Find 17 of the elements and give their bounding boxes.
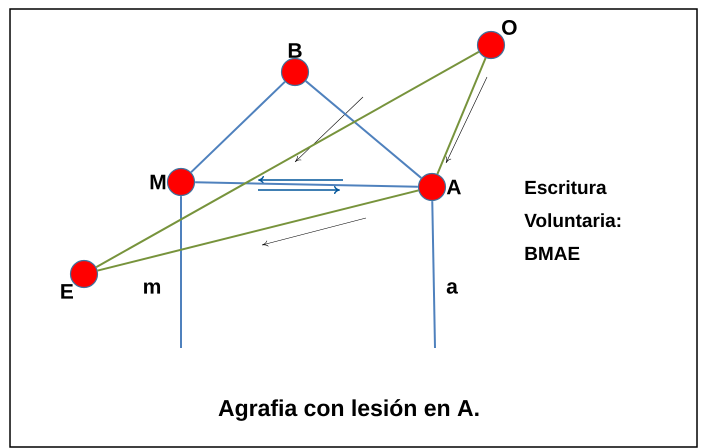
connector-line — [96, 51, 480, 268]
node-label: E — [61, 284, 74, 299]
connector-line — [436, 58, 487, 174]
connector-line — [180, 196, 182, 348]
edge-label: a — [445, 281, 459, 295]
edge-label: m — [142, 281, 162, 295]
node-label: B — [288, 43, 302, 58]
connector-line — [305, 80, 422, 179]
node-label: O — [502, 20, 517, 35]
connector-line — [195, 181, 418, 188]
node-label: M — [150, 174, 166, 190]
note-text: Escritura Voluntaria: BMAE — [524, 180, 620, 260]
connector-line — [190, 81, 286, 173]
connector-line — [431, 201, 436, 348]
caption: Agrafia con lesión en A. — [218, 399, 478, 421]
node-label: A — [446, 180, 461, 194]
connector-line — [97, 189, 419, 272]
